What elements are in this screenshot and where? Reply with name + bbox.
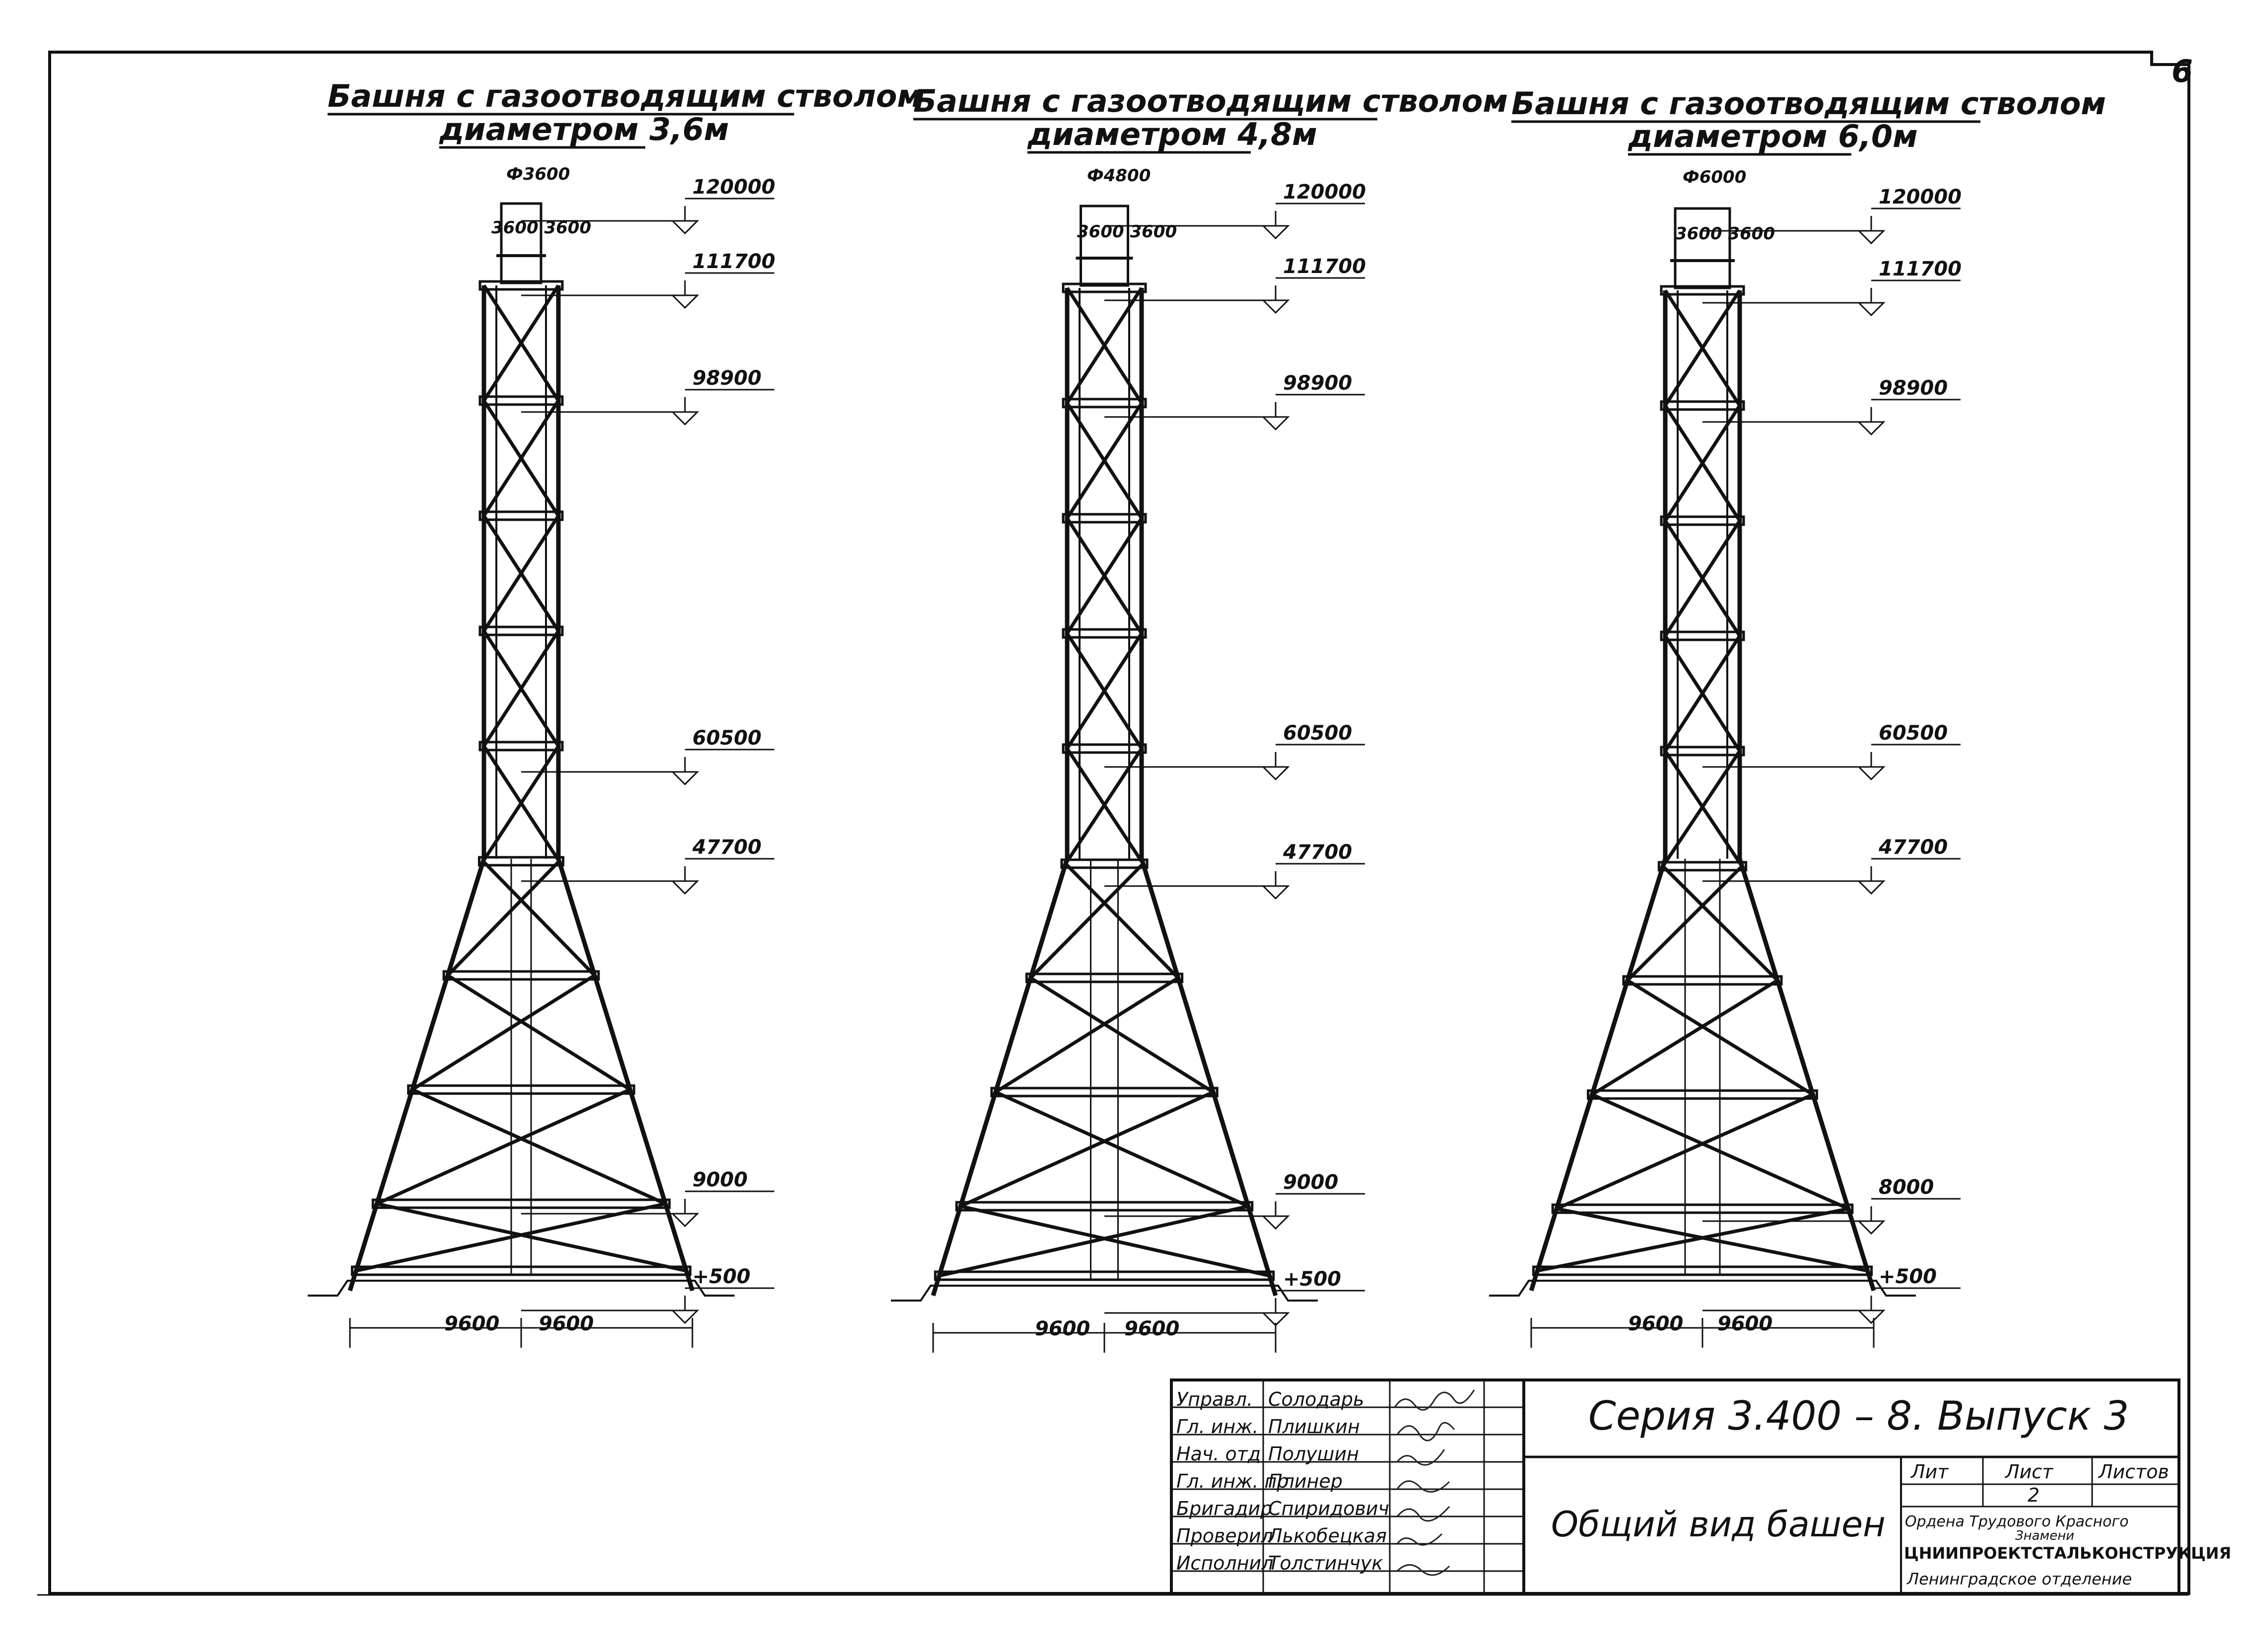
tower-3-elevation-marks: 120000 111700 98900 60500 47700 8000 +50…: [1878, 186, 1962, 1288]
tb-role: Проверил: [1176, 1525, 1273, 1547]
tower-3-title-line2: диаметром 6,0м: [1628, 118, 1918, 154]
elev-mark: 98900: [1283, 372, 1352, 395]
elev-mark: 60500: [1879, 722, 1948, 745]
tb-name: Толстинчук: [1268, 1552, 1383, 1574]
tower-2-diameter: Ф4800: [1087, 166, 1151, 186]
elev-mark: 111700: [1879, 258, 1962, 280]
tower-2-lattice: [891, 203, 1365, 1353]
tower-1-title-line2: диаметром 3,6м: [439, 111, 729, 147]
tower-1-elevation-marks: 120000 111700 98900 60500 47700 9000 +50…: [692, 176, 775, 1288]
elev-mark: 47700: [692, 836, 761, 859]
tower-2-elevation-marks: 120000 111700 98900 60500 47700 9000 +50…: [1283, 181, 1366, 1291]
tb-role: Нач. отд: [1176, 1443, 1261, 1465]
elev-mark: 98900: [1879, 377, 1948, 400]
tower-3-top-dims: 3600 3600: [1675, 224, 1775, 244]
elev-mark: 120000: [1283, 181, 1366, 204]
tower-3-base-dim-left: 9600: [1628, 1312, 1683, 1335]
elev-mark: 47700: [1283, 841, 1352, 864]
tb-name: Полушин: [1268, 1443, 1359, 1465]
elev-mark: 120000: [1879, 186, 1962, 208]
tower-1-title-line1: Башня с газоотводящим стволом: [328, 78, 922, 114]
elev-mark: +500: [1879, 1265, 1937, 1288]
tb-name: Солодарь: [1268, 1388, 1364, 1410]
tower-3-base-dim-right: 9600: [1717, 1312, 1772, 1335]
sheets-header: Листов: [2098, 1461, 2169, 1483]
elev-mark: 47700: [1878, 836, 1948, 859]
tower-2: Башня с газоотводящим стволом диаметром …: [891, 83, 1508, 1353]
lit-header: Лит: [1910, 1461, 1949, 1483]
tower-3-title-line1: Башня с газоотводящим стволом: [1511, 85, 2106, 122]
tb-name: Плишкин: [1268, 1416, 1360, 1438]
tower-2-title-line1: Башня с газоотводящим стволом: [913, 83, 1508, 119]
elev-mark: 8000: [1879, 1176, 1934, 1199]
sheet-value: 2: [2028, 1484, 2039, 1506]
elev-mark: 120000: [692, 176, 775, 199]
tb-role: Управл.: [1176, 1388, 1253, 1410]
tower-1: Башня с газоотводящим стволом диаметром …: [308, 78, 922, 1348]
tower-1-lattice: [308, 198, 774, 1348]
org-line4: Ленинградское отделение: [1906, 1570, 2132, 1588]
series-title: Серия 3.400 – 8. Выпуск 3: [1588, 1393, 2129, 1439]
tb-role: Исполнил: [1176, 1552, 1274, 1574]
org-line1: Ордена Трудового Красного: [1905, 1513, 2129, 1530]
org-line2: Знамени: [2015, 1528, 2074, 1543]
tower-1-base-dim-left: 9600: [444, 1312, 499, 1335]
tower-3-diameter: Ф6000: [1683, 167, 1746, 187]
elev-mark: 111700: [692, 250, 775, 273]
elev-mark: 98900: [692, 367, 761, 390]
tb-role: Гл. инж. пр: [1176, 1470, 1289, 1492]
tower-3-lattice: [1489, 207, 1961, 1348]
tb-name: Спиридович: [1268, 1498, 1389, 1519]
elev-mark: 60500: [1283, 722, 1352, 745]
elev-mark: 9000: [1283, 1171, 1338, 1194]
elev-mark: 9000: [692, 1169, 747, 1191]
elev-mark: +500: [1283, 1268, 1341, 1291]
tb-role: Бригадир: [1176, 1498, 1272, 1519]
tb-name: Лькобецкая: [1267, 1525, 1387, 1547]
sheet-header: Лист: [2004, 1461, 2054, 1483]
tower-3: Башня с газоотводящим стволом диаметром …: [1489, 85, 2106, 1348]
sheet-number: 6: [2172, 53, 2193, 89]
signatures: [1394, 1389, 1475, 1576]
tb-role: Гл. инж.: [1176, 1416, 1258, 1438]
tb-name: Плинер: [1268, 1470, 1343, 1492]
elev-mark: 60500: [692, 727, 761, 750]
tower-1-diameter: Ф3600: [506, 164, 570, 184]
title-block: [1170, 1378, 2180, 1595]
title-block-text: Управл. Солодарь Гл. инж. Плишкин Нач. о…: [1176, 1388, 2231, 1588]
org-line3: ЦНИИПРОЕКТСТАЛЬКОНСТРУКЦИЯ: [1904, 1544, 2231, 1563]
elev-mark: 111700: [1283, 255, 1366, 278]
tower-2-title-line2: диаметром 4,8м: [1027, 116, 1317, 152]
tower-1-base-dim-right: 9600: [539, 1312, 594, 1335]
drawing-title: Общий вид башен: [1551, 1504, 1886, 1545]
sheet-frame: [48, 51, 2190, 1595]
elev-mark: +500: [692, 1265, 750, 1288]
tower-2-base-dim-left: 9600: [1035, 1317, 1090, 1340]
tower-2-base-dim-right: 9600: [1124, 1317, 1179, 1340]
